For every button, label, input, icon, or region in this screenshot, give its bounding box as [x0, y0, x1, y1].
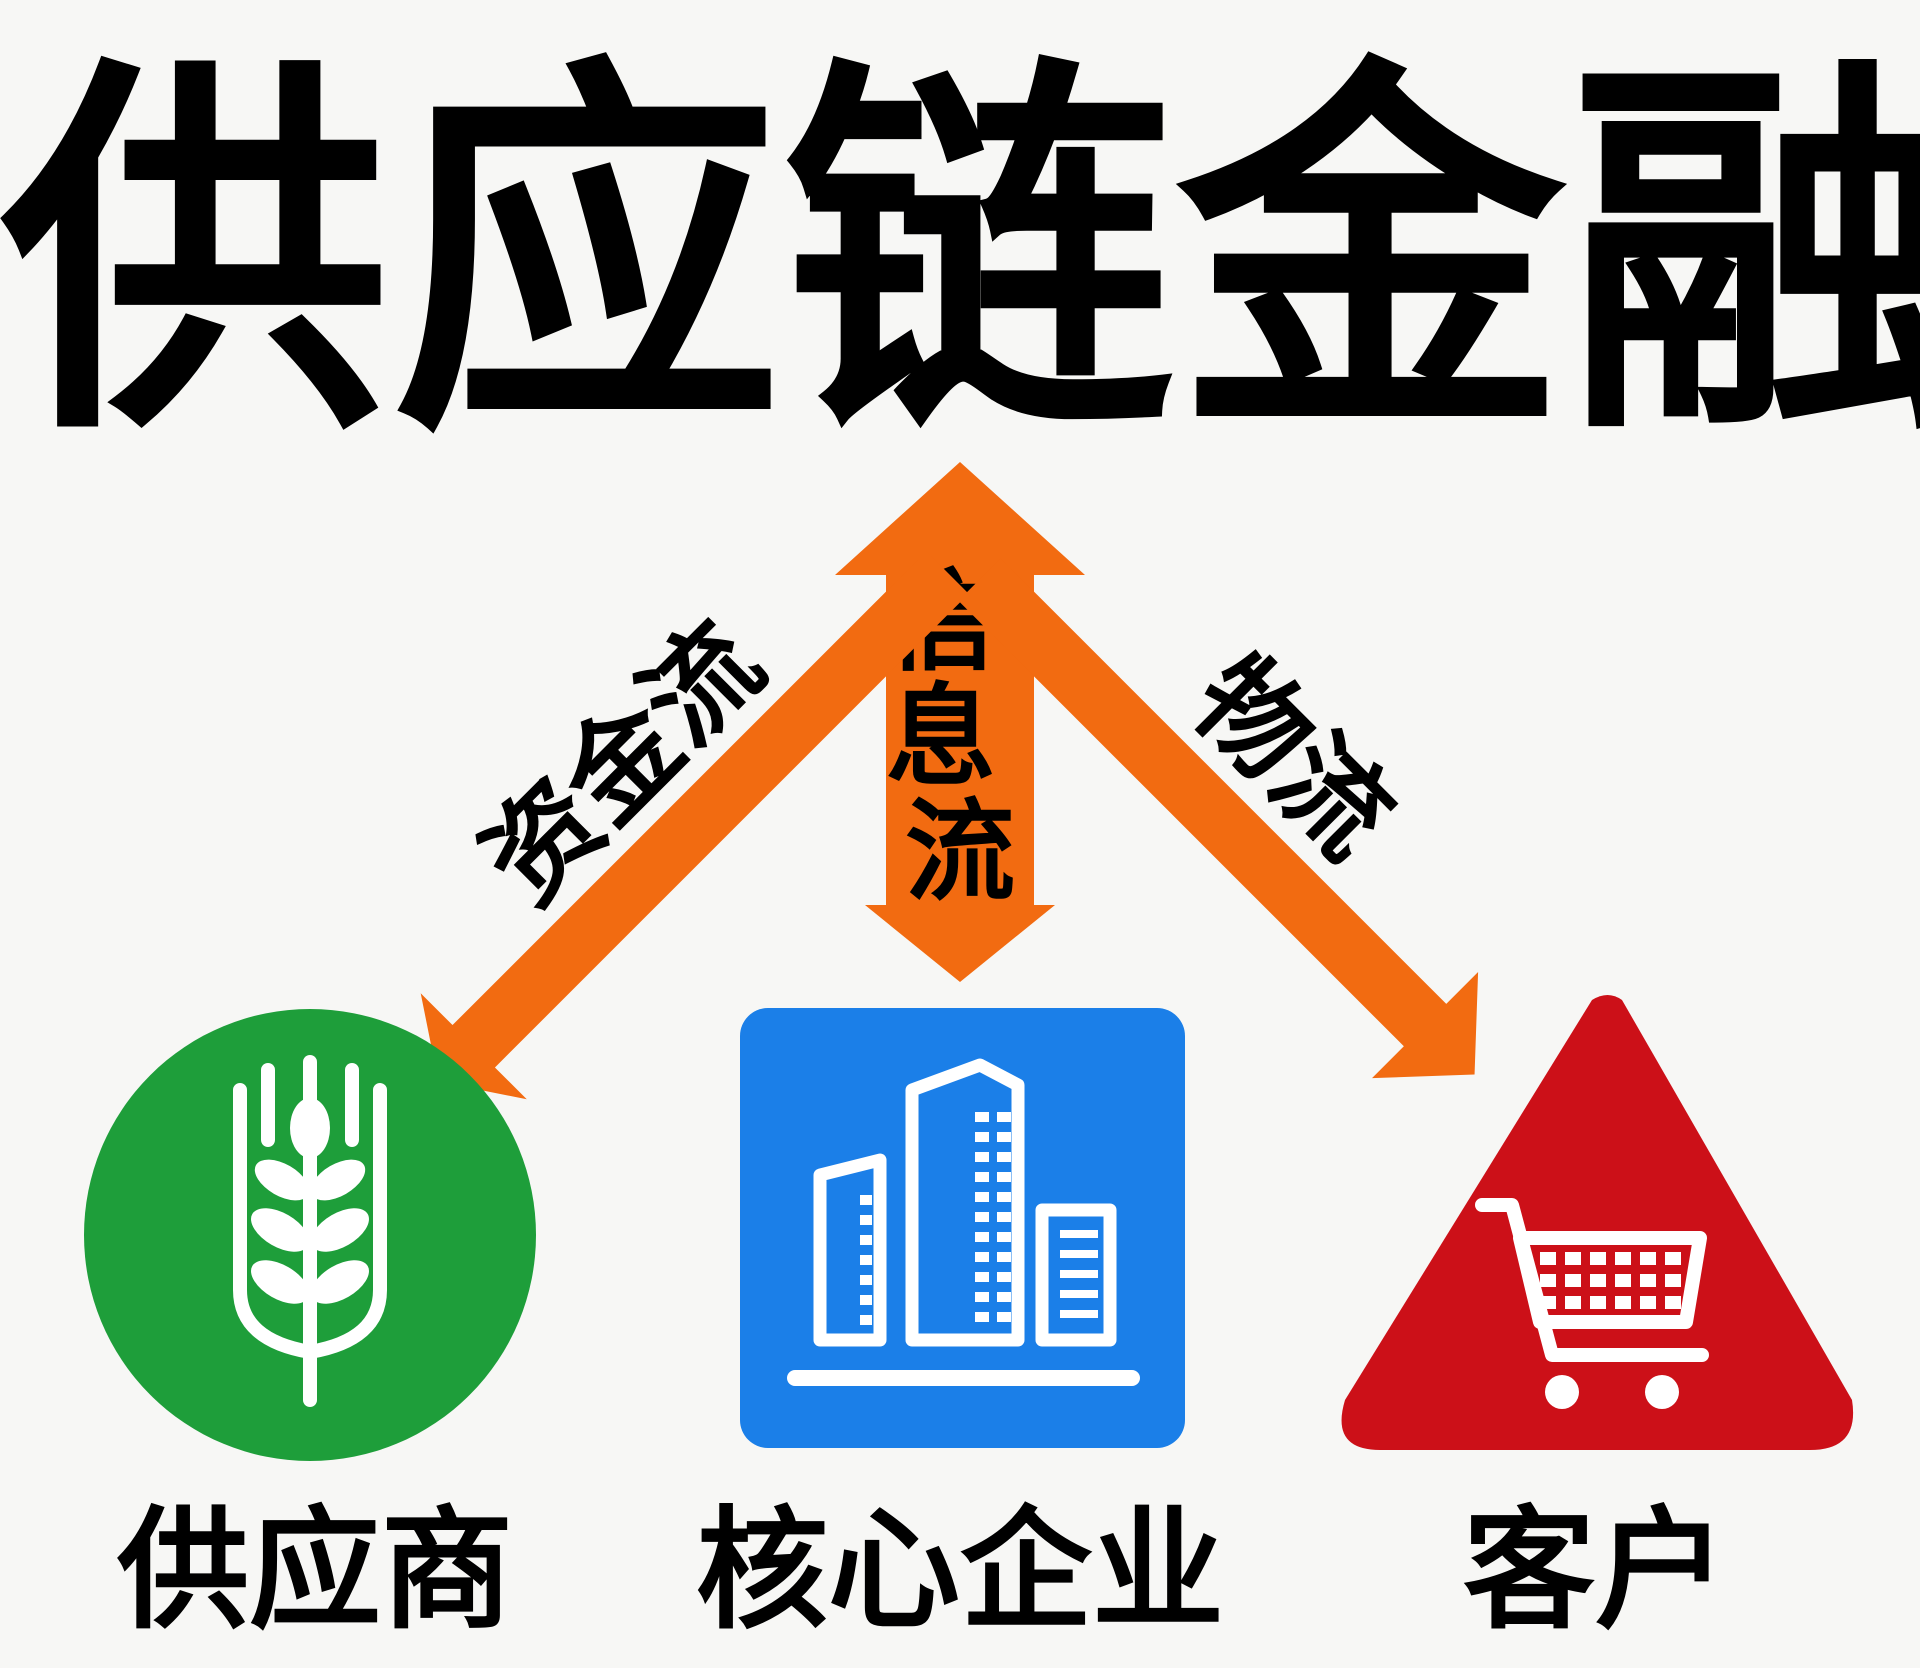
info-flow-arrow: 信 息 流 [835, 462, 1085, 982]
window [1060, 1250, 1098, 1258]
window [860, 1255, 872, 1265]
logistics-flow-arrow [958, 558, 1479, 1079]
window [997, 1212, 1011, 1222]
supplier-node [84, 1009, 536, 1461]
cart-grid-cell [1565, 1296, 1581, 1309]
info-flow-char: 息 [886, 673, 996, 801]
window [997, 1312, 1011, 1322]
core-enterprise-node [740, 1008, 1185, 1448]
window [1060, 1310, 1098, 1318]
window [860, 1275, 872, 1285]
cart-grid-cell [1565, 1252, 1581, 1265]
cart-grid-cell [1540, 1296, 1556, 1309]
window [1060, 1290, 1098, 1298]
window [975, 1212, 989, 1222]
cart-grid-cell [1665, 1274, 1681, 1287]
window [997, 1112, 1011, 1122]
window [975, 1232, 989, 1242]
cart-grid-cell [1540, 1274, 1556, 1287]
window [997, 1152, 1011, 1162]
cart-grid-cell [1665, 1296, 1681, 1309]
cart-grid-cell [1640, 1296, 1656, 1309]
buildings-icon [787, 1058, 1140, 1386]
window [975, 1312, 989, 1322]
wheat-grains [251, 1098, 369, 1304]
window [997, 1252, 1011, 1262]
cart-grid-cell [1615, 1296, 1631, 1309]
window [975, 1132, 989, 1142]
window [997, 1172, 1011, 1182]
cart-basket-grid [1540, 1252, 1681, 1309]
cart-grid-cell [1590, 1296, 1606, 1309]
info-flow-char: 流 [905, 788, 1015, 916]
cart-grid-cell [1540, 1252, 1556, 1265]
building-windows [860, 1112, 1098, 1325]
window [975, 1252, 989, 1262]
cart-grid-cell [1640, 1274, 1656, 1287]
window [860, 1215, 872, 1225]
diagram-title: 供应链金融 [0, 28, 1920, 482]
window [975, 1112, 989, 1122]
window [975, 1172, 989, 1182]
cart-grid-cell [1615, 1274, 1631, 1287]
window [1060, 1270, 1098, 1278]
window [975, 1292, 989, 1302]
window [975, 1192, 989, 1202]
window [860, 1235, 872, 1245]
supplier-label: 供应商 [117, 1494, 513, 1648]
core-enterprise-label: 核心企业 [696, 1494, 1224, 1648]
cart-grid-cell [1615, 1252, 1631, 1265]
window [997, 1292, 1011, 1302]
cart-grid-cell [1590, 1252, 1606, 1265]
window [997, 1132, 1011, 1142]
capital-flow-arrow [420, 551, 969, 1100]
window [860, 1315, 872, 1325]
customer-node [1341, 995, 1854, 1450]
window [997, 1192, 1011, 1202]
shopping-cart-icon [1475, 1198, 1709, 1409]
customer-label: 客户 [1463, 1494, 1727, 1648]
window [1060, 1230, 1098, 1238]
window [975, 1272, 989, 1282]
window [860, 1295, 872, 1305]
window [860, 1195, 872, 1205]
cart-grid-cell [1640, 1252, 1656, 1265]
cart-grid-cell [1565, 1274, 1581, 1287]
cart-grid-cell [1590, 1274, 1606, 1287]
cart-grid-cell [1665, 1252, 1681, 1265]
window [997, 1272, 1011, 1282]
window [975, 1152, 989, 1162]
window [997, 1232, 1011, 1242]
